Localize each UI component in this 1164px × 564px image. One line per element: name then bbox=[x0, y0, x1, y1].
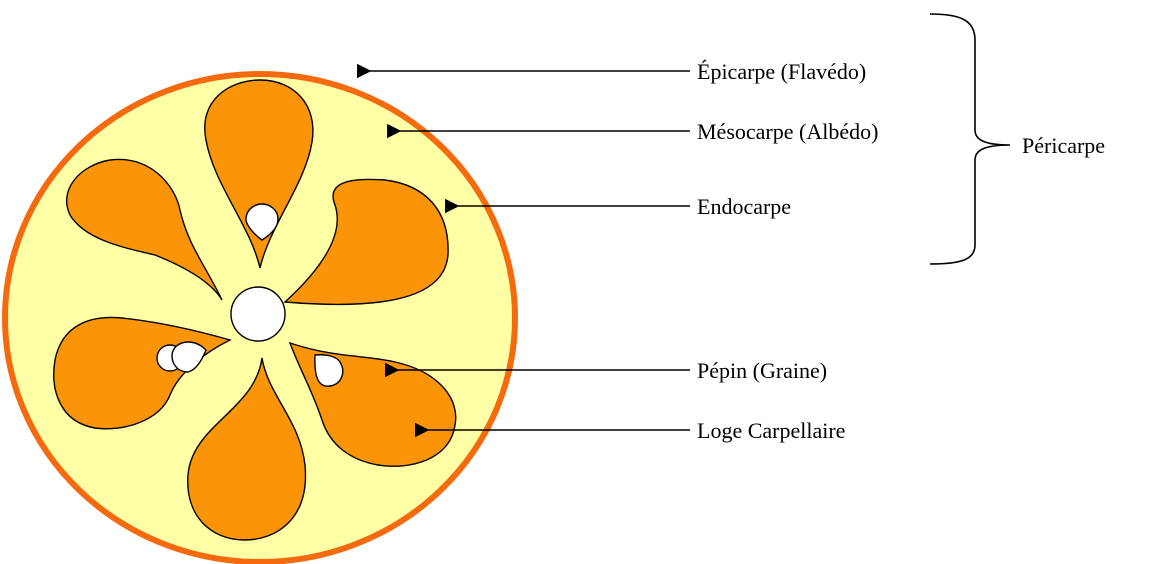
label-mesocarpe: Mésocarpe (Albédo) bbox=[697, 119, 878, 144]
central-axis bbox=[231, 287, 285, 341]
label-endocarpe: Endocarpe bbox=[697, 194, 791, 219]
seed-lower-right bbox=[315, 355, 343, 386]
label-pepin: Pépin (Graine) bbox=[697, 358, 827, 383]
label-loge: Loge Carpellaire bbox=[697, 418, 845, 443]
label-epicarpe: Épicarpe (Flavédo) bbox=[697, 59, 866, 84]
pericarpe-brace bbox=[930, 14, 1010, 264]
fruit-cross-section bbox=[5, 74, 515, 562]
label-pericarpe: Péricarpe bbox=[1022, 133, 1105, 158]
